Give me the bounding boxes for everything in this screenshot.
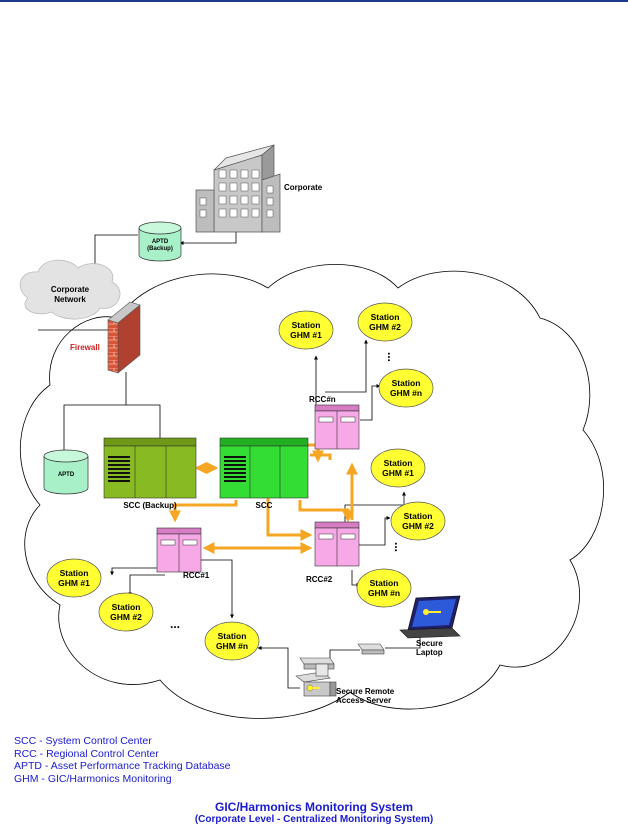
station-ellipse: [46, 558, 102, 598]
ellipsis-rcc-n: ...: [385, 352, 399, 362]
scc-links: [169, 443, 358, 554]
station-ellipse: [356, 568, 412, 608]
station-label-line1: Station: [218, 631, 247, 641]
station-label-line1: Station: [60, 568, 89, 578]
station-label-line1: Station: [404, 511, 433, 521]
legend-item-rcc: RCC - Regional Control Center: [14, 747, 159, 760]
station-ellipse: [390, 501, 446, 541]
aptd-backup-label-2: (Backup): [147, 246, 173, 252]
legend-item-ghm: GHM - GIC/Harmonics Monitoring: [14, 772, 172, 785]
rcc-n-label: RCC#n: [309, 395, 336, 404]
ellipsis-rcc-2: ...: [392, 542, 406, 552]
ellipsis-rcc-1: ...: [170, 617, 180, 631]
header-rule: [0, 0, 628, 2]
rcc-n-icon: [314, 404, 360, 450]
rcc-2-icon: [314, 521, 360, 567]
station-label-line1: Station: [292, 320, 321, 330]
corporate-network-label-2: Network: [54, 295, 86, 304]
secure-laptop-label-1: Secure: [416, 639, 443, 648]
figure-subtitle: (Corporate Level - Centralized Monitorin…: [194, 814, 434, 825]
station-label-line1: Station: [370, 578, 399, 588]
figure-title: GIC/Harmonics Monitoring System: [214, 800, 414, 814]
rcc-1-icon: [156, 527, 202, 573]
station-label-line2: GHM #n: [390, 388, 422, 398]
legend-item-scc: SCC - System Control Center: [14, 735, 152, 747]
rcc-units: [156, 404, 360, 573]
scc-icon: [219, 437, 309, 499]
station-label-line1: Station: [112, 602, 141, 612]
station-label-line2: GHM #2: [402, 521, 434, 531]
station-label-line1: Station: [384, 458, 413, 468]
aptd-label: APTD: [58, 472, 75, 478]
corporate-label: Corporate: [284, 183, 323, 192]
scc-backup-icon: [103, 437, 197, 499]
legend: SCC - System Control Center RCC - Region…: [14, 735, 231, 785]
station-label-line2: GHM #n: [216, 641, 248, 651]
secure-laptop-icon: [399, 595, 461, 639]
station-label-line1: Station: [392, 378, 421, 388]
station-label-line2: GHM #1: [58, 578, 90, 588]
station-ellipse: [98, 592, 154, 632]
aptd-backup-label-1: APTD: [152, 239, 169, 245]
station-label-line2: GHM #2: [369, 322, 401, 332]
rcc-1-label: RCC#1: [183, 571, 210, 580]
network-diagram: Corporate APTD (Backup) Corporate Networ…: [19, 144, 604, 719]
legend-item-aptd: APTD - Asset Performance Tracking Databa…: [14, 760, 231, 772]
secure-server-label-2: Access Server: [336, 696, 391, 705]
station-label-line1: Station: [371, 312, 400, 322]
corporate-network-cloud-icon: [19, 259, 121, 320]
secure-server-label-1: Secure Remote: [336, 687, 395, 696]
firewall-icon: [107, 301, 141, 374]
corporate-network-label-1: Corporate: [51, 285, 90, 294]
station-ellipse: [204, 621, 260, 661]
station-label-line2: GHM #1: [290, 330, 322, 340]
scc-backup-label: SCC (Backup): [123, 501, 177, 510]
station-ellipse: [357, 302, 413, 342]
station-ellipse: [378, 368, 434, 408]
secure-laptop-label-2: Laptop: [416, 648, 443, 657]
aptd-database-icon: [43, 449, 89, 495]
rcc-2-label: RCC#2: [306, 575, 333, 584]
station-ellipse: [278, 310, 334, 350]
firewall-label: Firewall: [70, 343, 100, 352]
station-label-line2: GHM #2: [110, 612, 142, 622]
corporate-building-icon: [195, 144, 281, 233]
scc-label: SCC: [256, 501, 273, 510]
station-ellipse: [370, 448, 426, 488]
aptd-backup-database-icon: [138, 221, 182, 262]
station-label-line2: GHM #1: [382, 468, 414, 478]
station-label-line2: GHM #n: [368, 588, 400, 598]
secure-server-icon: [295, 663, 337, 697]
